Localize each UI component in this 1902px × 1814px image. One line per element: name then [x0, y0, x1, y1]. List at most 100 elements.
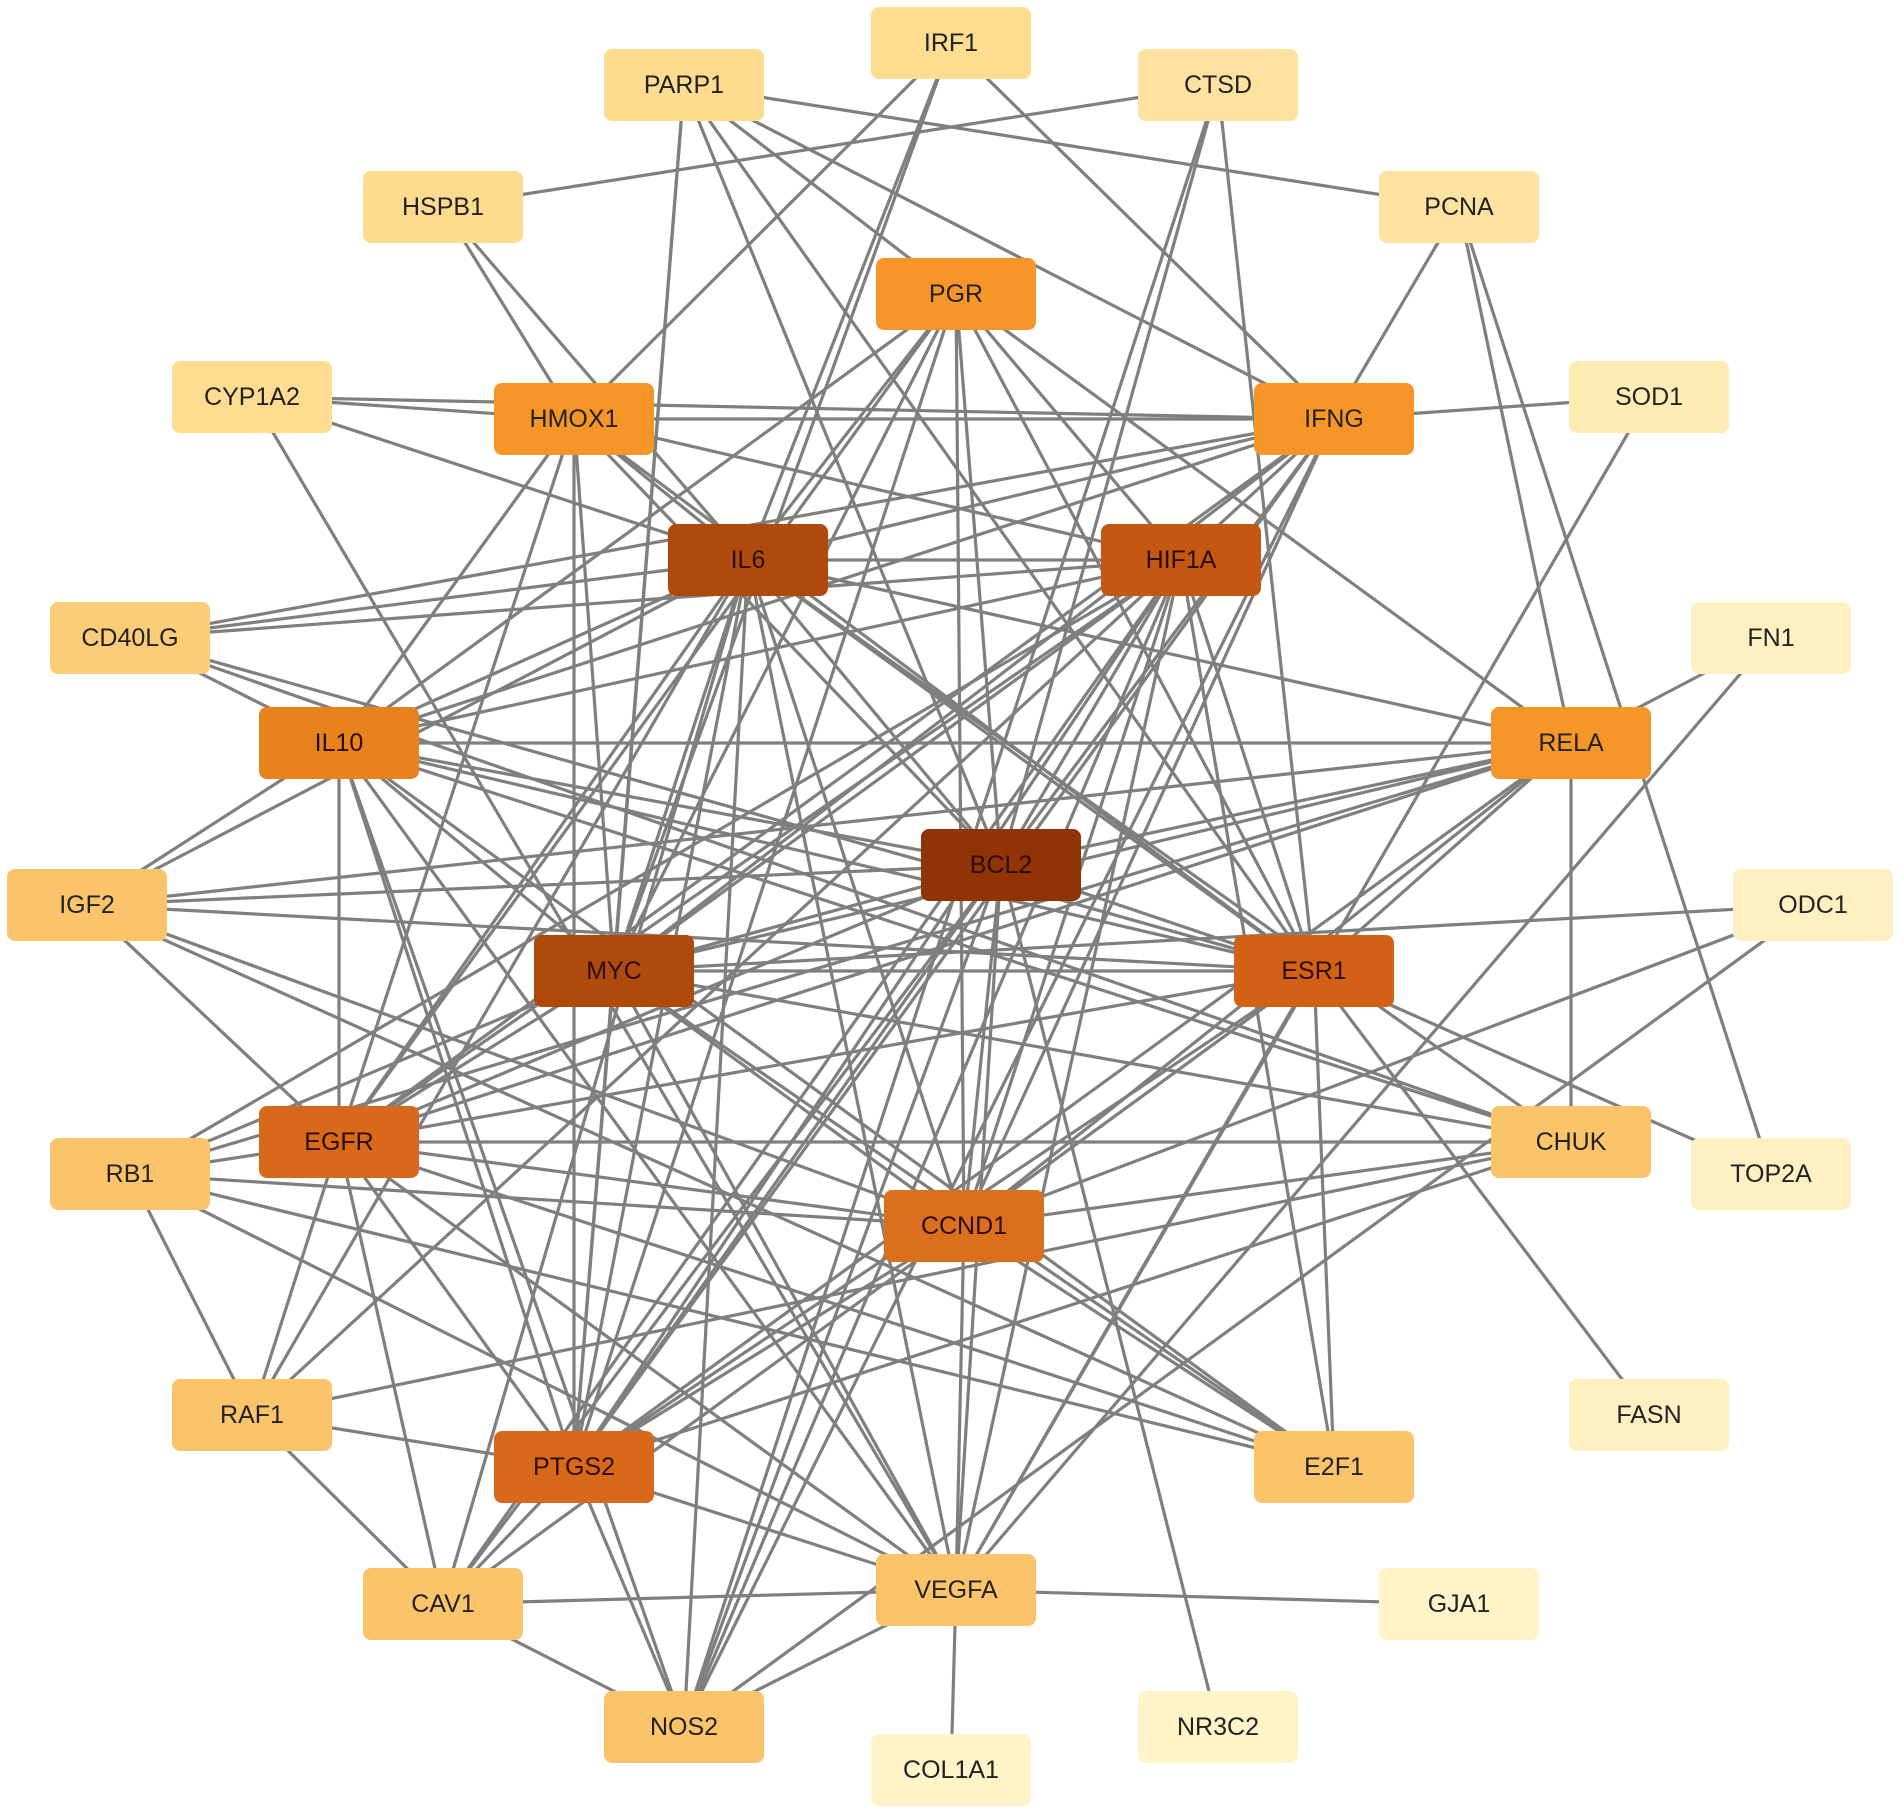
edge-myc-ccnd1	[613, 969, 965, 1228]
edge-il6-chuk	[747, 558, 1572, 1144]
edge-bcl2-ctsd	[999, 84, 1220, 866]
node-ptgs2[interactable]: PTGS2	[494, 1431, 654, 1503]
node-ifng[interactable]: IFNG	[1254, 383, 1414, 455]
edge-ifng-nos2	[682, 418, 1336, 1728]
node-box	[1379, 1568, 1539, 1640]
node-box	[884, 1190, 1044, 1262]
node-label: SOD1	[1615, 383, 1683, 411]
edge-ccnd1-ifng	[962, 418, 1336, 1227]
edge-hif1a-esr1	[1179, 559, 1316, 972]
node-pgr[interactable]: PGR	[876, 258, 1036, 330]
node-label: EGFR	[304, 1128, 373, 1156]
node-box	[1254, 1431, 1414, 1503]
node-box	[921, 829, 1081, 901]
node-gja1[interactable]: GJA1	[1379, 1568, 1539, 1640]
node-box	[50, 1138, 210, 1210]
node-label: CHUK	[1536, 1128, 1607, 1156]
node-top2a[interactable]: TOP2A	[1691, 1138, 1851, 1210]
edge-ccnd1-pgr	[954, 293, 966, 1227]
node-rela[interactable]: RELA	[1491, 707, 1651, 779]
node-fasn[interactable]: FASN	[1569, 1379, 1729, 1451]
node-box	[604, 1691, 764, 1763]
node-pcna[interactable]: PCNA	[1379, 171, 1539, 243]
edge-myc-irf1	[612, 42, 953, 972]
node-raf1[interactable]: RAF1	[172, 1379, 332, 1451]
edge-hif1a-bcl2	[999, 559, 1183, 866]
edge-hif1a-cav1	[441, 559, 1183, 1605]
edge-ptgs2-parp1	[572, 84, 686, 1468]
node-sod1[interactable]: SOD1	[1569, 361, 1729, 433]
node-parp1[interactable]: PARP1	[604, 49, 764, 121]
node-box	[494, 1431, 654, 1503]
edge-hif1a-rb1	[129, 558, 1182, 1176]
edge-hmox1-irf1	[572, 41, 953, 421]
edge-myc-pgr	[612, 293, 958, 972]
edge-il6-myc	[612, 559, 750, 972]
edge-rb1-e2f1	[129, 1172, 1335, 1469]
node-il10[interactable]: IL10	[259, 707, 419, 779]
node-hif1a[interactable]: HIF1A	[1101, 524, 1261, 596]
edge-il6-cav1	[441, 559, 750, 1605]
edge-bcl2-pgr	[954, 293, 1003, 866]
node-nos2[interactable]: NOS2	[604, 1691, 764, 1763]
node-chuk[interactable]: CHUK	[1491, 1106, 1651, 1178]
node-label: TOP2A	[1730, 1160, 1812, 1188]
node-box	[1138, 1691, 1298, 1763]
node-rb1[interactable]: RB1	[50, 1138, 210, 1210]
node-box	[668, 524, 828, 596]
node-label: CTSD	[1184, 71, 1252, 99]
edge-il6-irf1	[746, 42, 953, 561]
edge-myc-chuk	[613, 969, 1572, 1144]
node-col1a1[interactable]: COL1A1	[871, 1734, 1031, 1806]
edge-bcl2-rela	[1000, 741, 1572, 867]
edge-il6-bcl2	[746, 558, 1003, 867]
edge-esr1-il10	[338, 741, 1315, 973]
edge-il10-nos2	[337, 742, 686, 1728]
edge-esr1-fasn	[1312, 970, 1651, 1416]
edge-esr1-ccnd1	[963, 969, 1315, 1228]
node-myc[interactable]: MYC	[534, 935, 694, 1007]
edge-ifng-cyp1a2	[251, 395, 1335, 421]
node-odc1[interactable]: ODC1	[1733, 869, 1893, 941]
node-label: COL1A1	[903, 1756, 999, 1784]
edge-hspb1-ctsd	[442, 83, 1219, 209]
node-label: CAV1	[411, 1590, 474, 1618]
edge-il6-cyp1a2	[251, 395, 749, 562]
node-e2f1[interactable]: E2F1	[1254, 1431, 1414, 1503]
edge-hmox1-myc	[572, 418, 616, 972]
node-fn1[interactable]: FN1	[1691, 602, 1851, 674]
node-hmox1[interactable]: HMOX1	[494, 383, 654, 455]
node-box	[1379, 171, 1539, 243]
edge-rb1-raf1	[128, 1173, 254, 1416]
edge-egfr-raf1	[250, 1141, 341, 1416]
node-il6[interactable]: IL6	[668, 524, 828, 596]
edge-myc-rb1	[129, 969, 615, 1176]
edge-ccnd1-egfr	[338, 1140, 965, 1228]
edge-il6-pgr	[746, 293, 958, 561]
edge-il10-vegfa	[337, 742, 958, 1591]
edge-egfr-pgr	[337, 293, 958, 1143]
node-label: HMOX1	[530, 405, 619, 433]
node-nr3c2[interactable]: NR3C2	[1138, 1691, 1298, 1763]
node-irf1[interactable]: IRF1	[871, 7, 1031, 79]
edge-esr1-pgr	[954, 293, 1316, 972]
node-label: BCL2	[970, 851, 1033, 879]
edge-il10-ifng	[338, 417, 1335, 745]
node-box	[1491, 707, 1651, 779]
node-cyp1a2[interactable]: CYP1A2	[172, 361, 332, 433]
edge-hif1a-ptgs2	[572, 559, 1183, 1468]
node-ccnd1[interactable]: CCND1	[884, 1190, 1044, 1262]
node-box	[363, 1568, 523, 1640]
node-bcl2[interactable]: BCL2	[921, 829, 1081, 901]
node-esr1[interactable]: ESR1	[1234, 935, 1394, 1007]
node-igf2[interactable]: IGF2	[7, 869, 167, 941]
node-box	[259, 707, 419, 779]
node-cd40lg[interactable]: CD40LG	[50, 602, 210, 674]
node-egfr[interactable]: EGFR	[259, 1106, 419, 1178]
node-cav1[interactable]: CAV1	[363, 1568, 523, 1640]
edge-bcl2-nr3c2	[999, 864, 1220, 1728]
node-hspb1[interactable]: HSPB1	[363, 171, 523, 243]
edge-ifng-irf1	[949, 41, 1336, 421]
node-ctsd[interactable]: CTSD	[1138, 49, 1298, 121]
node-vegfa[interactable]: VEGFA	[876, 1554, 1036, 1626]
